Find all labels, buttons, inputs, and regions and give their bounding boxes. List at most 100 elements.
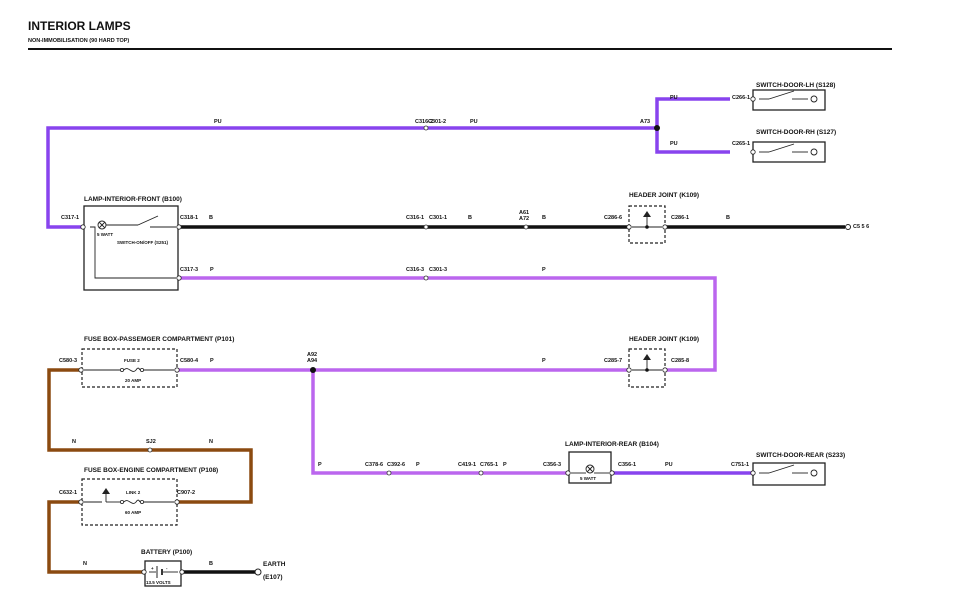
wire-label-c2661: C266-1 bbox=[732, 95, 750, 101]
wire-label-c3162a: C316-2 bbox=[415, 119, 433, 125]
wire-label-c6321: C632-1 bbox=[59, 490, 77, 496]
wire-label-c7651: C765-1 bbox=[480, 462, 498, 468]
wire-label-pu5: PU bbox=[665, 462, 673, 468]
fuse-box-engine[interactable]: LINK 2 60 AMP FUSE BOX-ENGINE COMPARTMEN… bbox=[78, 467, 218, 526]
wire-label-pu3: PU bbox=[670, 95, 678, 101]
wire-label-c5803: C580-3 bbox=[59, 358, 77, 364]
battery-label: BATTERY (P100) bbox=[141, 549, 192, 556]
wire-label-c3171: C317-1 bbox=[61, 215, 79, 221]
wire-label-p4: P bbox=[542, 358, 546, 364]
lamp-front-rating: 5 WATT bbox=[97, 232, 113, 237]
earth-label: EARTH bbox=[263, 561, 286, 568]
header-joint-1-label: HEADER JOINT (K109) bbox=[629, 192, 699, 199]
wire-label-c2866: C286-6 bbox=[604, 215, 622, 221]
splice-s_sj2 bbox=[147, 447, 153, 453]
wire-label-c7511: C751-1 bbox=[731, 462, 749, 468]
wire-label-c3012a: C301-2 bbox=[428, 119, 446, 125]
earth-point[interactable]: EARTH (E107) bbox=[254, 561, 286, 581]
wire-label-pu2: PU bbox=[470, 119, 478, 125]
switch-door-lh-label: SWITCH-DOOR-LH (S128) bbox=[756, 82, 835, 89]
wire-label-a61: A61 bbox=[519, 210, 529, 216]
wire-label-sj2: SJ2 bbox=[146, 439, 156, 445]
wire-label-c3161: C316-1 bbox=[406, 215, 424, 221]
wire-label-a72: A72 bbox=[519, 216, 529, 222]
header-joint-2[interactable]: HEADER JOINT (K109) bbox=[626, 336, 699, 388]
fuse-box-engine-label: FUSE BOX-ENGINE COMPARTMENT (P108) bbox=[84, 467, 218, 474]
wire-layer bbox=[46, 97, 845, 574]
wire-label-a94: A94 bbox=[307, 358, 318, 364]
wire-w1 bbox=[46, 97, 730, 229]
wire-label-c3011: C301-1 bbox=[429, 215, 447, 221]
lamp-front-switch-label: SWITCH-ON/OFF (S251) bbox=[117, 240, 169, 245]
switch-door-lh[interactable]: SWITCH-DOOR-LH (S128) bbox=[750, 82, 836, 111]
wire-label-c4191: C419-1 bbox=[458, 462, 476, 468]
splice-s_a61 bbox=[523, 224, 529, 230]
wire-label-c2857: C285-7 bbox=[604, 358, 622, 364]
switch-door-rear[interactable]: SWITCH-DOOR-REAR (S233) bbox=[750, 452, 845, 486]
wire-label-n2: N bbox=[209, 439, 213, 445]
switch-door-rh[interactable]: SWITCH-DOOR-RH (S127) bbox=[750, 129, 836, 163]
wire-label-b1: B bbox=[209, 215, 213, 221]
wire-label-c9072: C907-2 bbox=[177, 490, 195, 496]
header-joint-1[interactable]: HEADER JOINT (K109) bbox=[626, 192, 699, 244]
wire-label-p3: P bbox=[210, 358, 214, 364]
battery[interactable]: + - 13.5 VOLTS BATTERY (P100) bbox=[141, 549, 192, 587]
fuse-box-passenger-label: FUSE BOX-PASSEMGER COMPARTMENT (P101) bbox=[84, 336, 234, 343]
lamp-interior-rear[interactable]: 5 WATT LAMP-INTERIOR-REAR (B104) bbox=[565, 441, 659, 484]
splice-s_c316_3 bbox=[423, 275, 429, 281]
lamp-interior-front[interactable]: 5 WATT SWITCH-ON/OFF (S251) LAMP-INTERIO… bbox=[80, 196, 182, 291]
lamp-rear-rating: 5 WATT bbox=[580, 476, 596, 481]
wire-label-c3561: C356-1 bbox=[618, 462, 636, 468]
wire-label-c2861: C286-1 bbox=[671, 215, 689, 221]
wire-label-c5804: C580-4 bbox=[180, 358, 199, 364]
wire-label-p5: P bbox=[318, 462, 322, 468]
wire-label-c3163: C316-3 bbox=[406, 267, 424, 273]
wire-label-b5: B bbox=[209, 561, 213, 567]
svg-text:-: - bbox=[166, 566, 168, 571]
node-layer bbox=[310, 125, 660, 373]
wire-label-p7: P bbox=[503, 462, 507, 468]
battery-rating: 13.5 VOLTS bbox=[146, 580, 171, 585]
wire-label-c3173: C317-3 bbox=[180, 267, 198, 273]
wire-w2 bbox=[655, 128, 730, 154]
fuse-box-passenger[interactable]: FUSE 2 20 AMP FUSE BOX-PASSEMGER COMPART… bbox=[78, 336, 235, 388]
wire-w10 bbox=[47, 500, 144, 574]
fuse-2-rating: 20 AMP bbox=[125, 378, 141, 383]
link-2-rating: 60 AMP bbox=[125, 510, 141, 515]
wire-label-a92: A92 bbox=[307, 352, 317, 358]
wire-label-c3181: C318-1 bbox=[180, 215, 198, 221]
wire-label-p6: P bbox=[416, 462, 420, 468]
wire-label-c2651: C265-1 bbox=[732, 141, 750, 147]
node-n_a73 bbox=[654, 125, 660, 131]
wire-label-b2: B bbox=[468, 215, 472, 221]
wire-label-b4: B bbox=[726, 215, 730, 221]
wire-label-c556: C5 5 6 bbox=[853, 224, 869, 230]
lamp-rear-label: LAMP-INTERIOR-REAR (B104) bbox=[565, 441, 659, 448]
earth-sub-label: (E107) bbox=[263, 574, 283, 581]
terminal-c556[interactable] bbox=[845, 224, 851, 230]
wire-w7 bbox=[311, 370, 567, 475]
wire-label-a73: A73 bbox=[640, 119, 650, 125]
svg-text:+: + bbox=[151, 566, 154, 571]
header-joint-2-label: HEADER JOINT (K109) bbox=[629, 336, 699, 343]
wire-label-pu1: PU bbox=[214, 119, 222, 125]
wire-label-b3: B bbox=[542, 215, 546, 221]
wire-label-n3: N bbox=[83, 561, 87, 567]
wire-label-p1: P bbox=[210, 267, 214, 273]
wire-w5 bbox=[181, 276, 717, 372]
lamp-front-label: LAMP-INTERIOR-FRONT (B100) bbox=[84, 196, 182, 203]
fuse-2-label: FUSE 2 bbox=[124, 358, 140, 363]
splice-s_c316_2 bbox=[423, 125, 429, 131]
diagram-title: INTERIOR LAMPS bbox=[28, 19, 131, 33]
wire-label-c3013: C301-3 bbox=[429, 267, 447, 273]
wire-label-c2858: C285-8 bbox=[671, 358, 689, 364]
wire-label-c3563: C356-3 bbox=[543, 462, 561, 468]
splice-s_c419 bbox=[478, 470, 484, 476]
wire-label-c3786: C378-6 bbox=[365, 462, 383, 468]
link-2-label: LINK 2 bbox=[126, 490, 141, 495]
wire-label-p2: P bbox=[542, 267, 546, 273]
switch-door-rh-label: SWITCH-DOOR-RH (S127) bbox=[756, 129, 836, 136]
wire-label-n1: N bbox=[72, 439, 76, 445]
